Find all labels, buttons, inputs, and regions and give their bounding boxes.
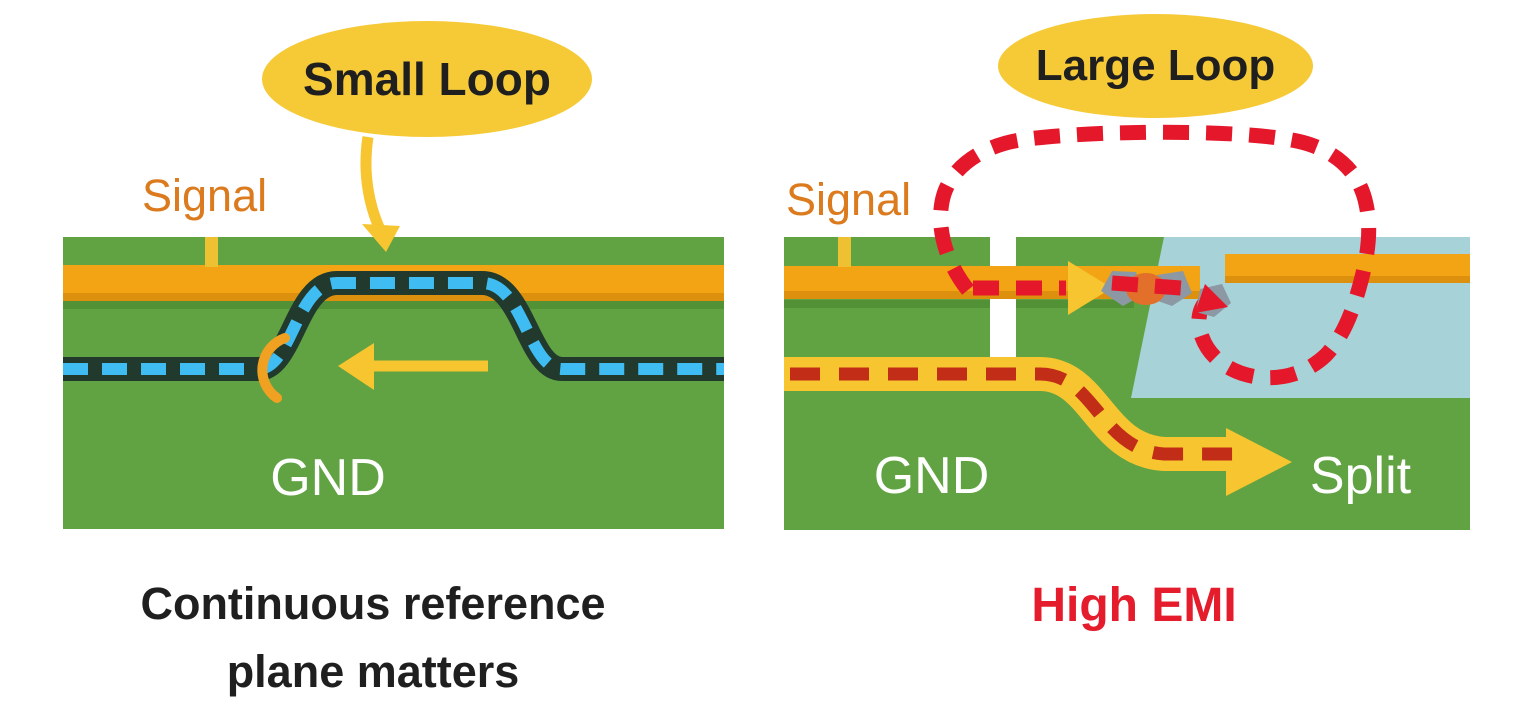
large-loop-callout: Large Loop — [998, 14, 1313, 118]
band-shadow-left — [63, 301, 724, 309]
callout-arrow-icon — [362, 224, 400, 252]
loop-end-arrow-icon — [1195, 284, 1228, 313]
signal-label-left: Signal — [142, 170, 268, 221]
signal-trace-right-after-split-edge — [1225, 276, 1470, 283]
signal-label-right: Signal — [786, 174, 912, 225]
signal-direction-arrow-icon — [1068, 261, 1112, 315]
small-loop-callout-label: Small Loop — [303, 53, 551, 105]
plane-split-gap — [990, 237, 1016, 371]
current-direction-arrow-icon — [338, 343, 374, 390]
large-loop-callout-label: Large Loop — [1035, 41, 1276, 90]
small-loop-callout: Small Loop — [262, 21, 592, 137]
split-label: Split — [1309, 447, 1412, 505]
band-shadow-right — [784, 300, 1134, 308]
signal-stub-left — [205, 237, 218, 267]
via-hop-icon — [257, 333, 290, 403]
large-loop-dashed-path — [933, 124, 1377, 386]
return-current-detour-dashes — [790, 367, 1245, 461]
signal-trace-right-after-split — [1225, 254, 1470, 278]
right-pcb-cross-section — [784, 124, 1470, 530]
caption-right: High EMI — [1031, 579, 1237, 632]
caption-left-line1: Continuous reference — [140, 578, 606, 629]
signal-trace-left-edge — [63, 293, 724, 301]
return-path-arrow-icon — [1226, 428, 1292, 496]
caption-left-line2: plane matters — [226, 646, 520, 697]
signal-current-dashes-after-gap — [1111, 275, 1195, 297]
return-current-dashes — [63, 277, 724, 375]
callout-arrow-shaft — [360, 136, 388, 239]
signal-stub-right — [838, 237, 851, 267]
gnd-label-right: GND — [873, 447, 990, 505]
caption-left: Continuous reference plane matters — [63, 570, 683, 706]
left-pcb-cross-section — [63, 136, 724, 529]
gnd-label-left: GND — [270, 449, 386, 507]
